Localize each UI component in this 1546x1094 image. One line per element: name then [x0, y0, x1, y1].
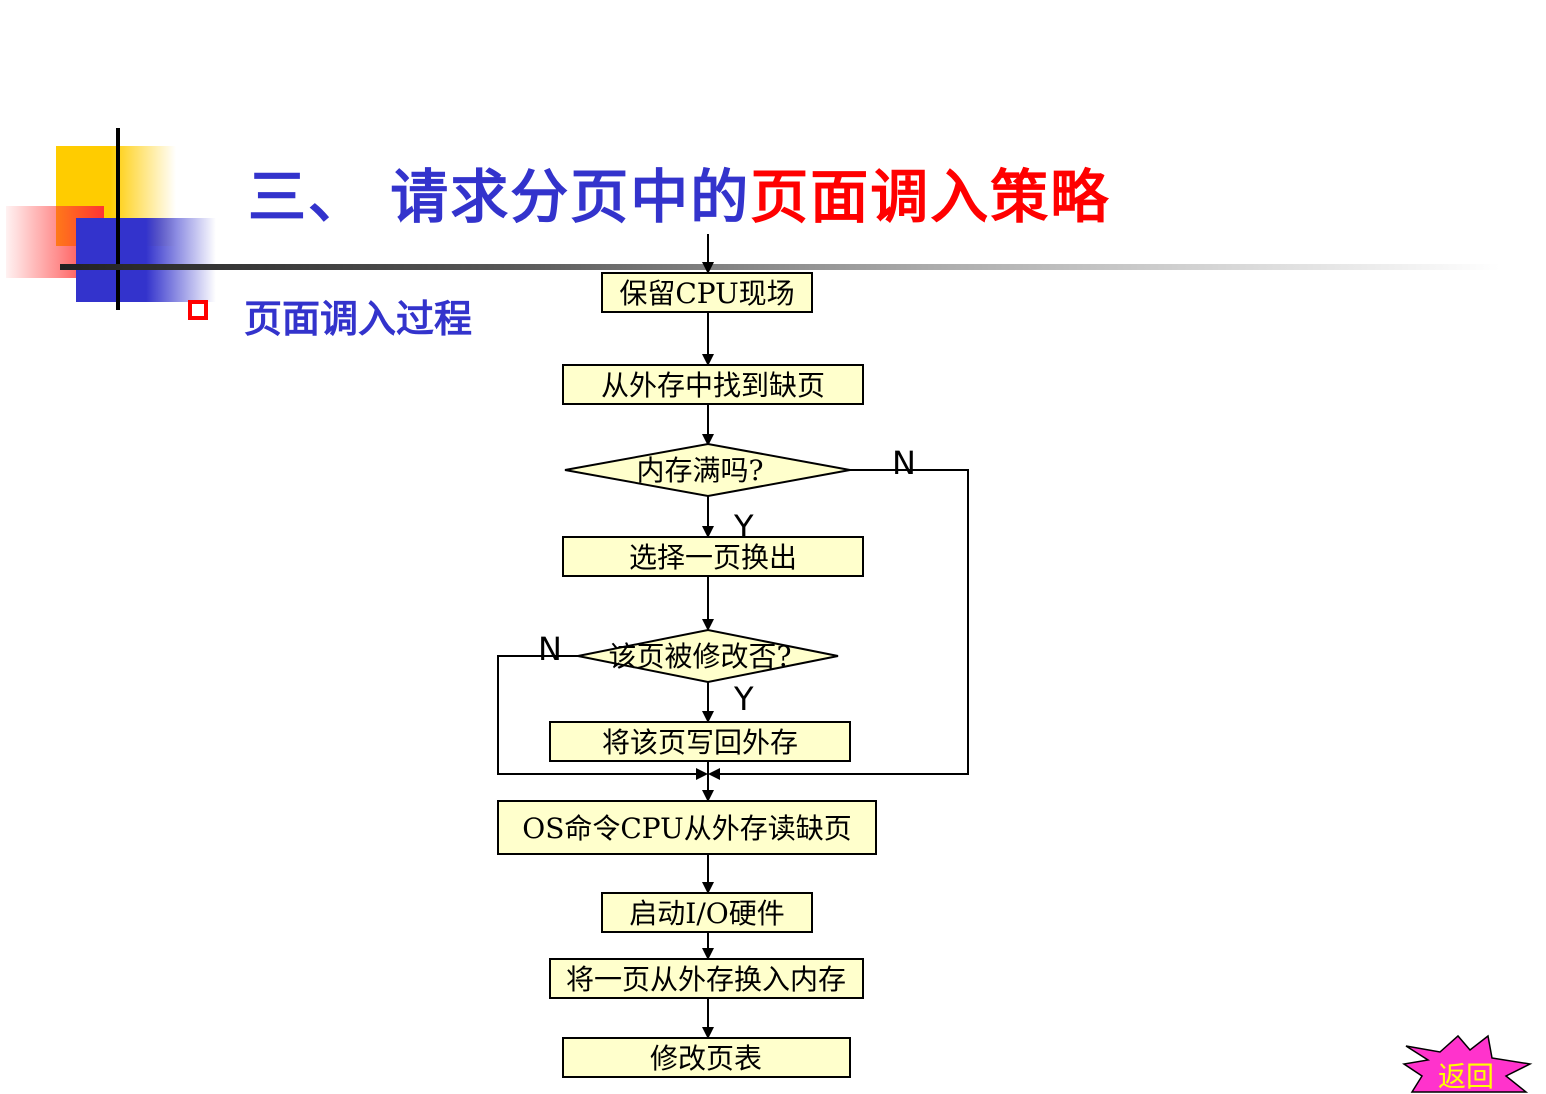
node-find-page: 从外存中找到缺页 — [601, 369, 825, 402]
node-select-page-box — [562, 536, 864, 577]
node-write-back-box — [549, 721, 851, 762]
branch-label-y-modified: Y — [733, 680, 754, 718]
node-update-table: 修改页表 — [650, 1042, 762, 1075]
decor-vertical-line — [116, 128, 120, 310]
bullet-square-icon — [188, 300, 208, 320]
branch-label-n-modified: N — [538, 630, 562, 668]
node-swap-in: 将一页从外存换入内存 — [566, 963, 846, 996]
title-part-2: 页面调入策略 — [750, 163, 1111, 231]
node-memory-full: 内存满吗? — [636, 454, 763, 487]
section-subtitle: 页面调入过程 — [244, 297, 473, 341]
return-button[interactable]: 返回 — [1402, 1034, 1533, 1093]
node-update-table-box — [562, 1037, 851, 1078]
node-find-page-box — [562, 364, 864, 405]
node-swap-in-box — [549, 958, 864, 999]
node-memory-full-diamond — [564, 442, 851, 498]
node-start-io: 启动I/O硬件 — [629, 897, 784, 930]
node-os-command-box — [497, 800, 877, 855]
node-save-cpu-box — [601, 272, 813, 313]
branch-label-y-memory: Y — [733, 508, 754, 546]
flow-nodes — [497, 272, 877, 1078]
decor-horizontal-rule — [60, 264, 1500, 270]
title-part-1: 三、 请求分页中的 — [248, 163, 751, 231]
node-select-page: 选择一页换出 — [629, 541, 797, 574]
page-title: 三、 请求分页中的页面调入策略 — [248, 150, 1110, 234]
node-page-modified: 该页被修改否? — [608, 640, 791, 673]
node-write-back: 将该页写回外存 — [602, 726, 798, 759]
flow-connectors — [497, 234, 969, 1039]
node-os-command: OS命令CPU从外存读缺页 — [522, 812, 852, 845]
return-label[interactable]: 返回 — [1438, 1060, 1494, 1093]
node-save-cpu: 保留CPU现场 — [619, 277, 794, 310]
node-start-io-box — [601, 892, 813, 933]
node-page-modified-diamond — [577, 628, 839, 684]
decor-blue-block — [76, 218, 216, 302]
return-starburst-icon — [1402, 1034, 1533, 1093]
branch-label-n-memory: N — [892, 444, 916, 482]
